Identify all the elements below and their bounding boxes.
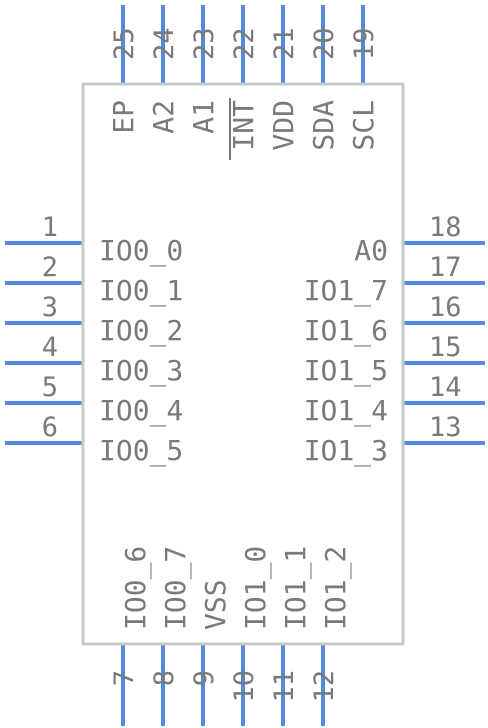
pin-number-10: 10	[229, 670, 260, 703]
ic-body	[81, 82, 405, 646]
pin-number-7: 7	[109, 670, 140, 686]
pin-number-23: 23	[189, 27, 220, 60]
pin-label-21: VDD	[267, 100, 300, 151]
pin-label-1: IO0_0	[99, 234, 183, 268]
pin-number-6: 6	[42, 412, 58, 443]
pin-number-4: 4	[42, 332, 58, 363]
pin-number-18: 18	[429, 212, 462, 243]
pin-number-24: 24	[149, 27, 180, 60]
pin-label-11: IO1_1	[279, 546, 313, 630]
pin-label-7: IO0_6	[119, 546, 153, 630]
pin-label-12: IO1_2	[319, 546, 353, 630]
pin-label-6: IO0_5	[99, 434, 183, 468]
pin-number-5: 5	[42, 372, 58, 403]
pin-number-20: 20	[309, 27, 340, 60]
pin-number-8: 8	[149, 670, 180, 686]
pin-number-16: 16	[429, 292, 462, 323]
pin-label-15: IO1_5	[304, 354, 388, 388]
pin-number-9: 9	[189, 670, 220, 686]
pin-label-20: SDA	[307, 100, 340, 151]
pin-label-4: IO0_3	[99, 354, 183, 388]
pin-number-11: 11	[269, 670, 300, 703]
pin-label-24: A2	[147, 100, 180, 134]
pin-label-22: INT	[227, 100, 260, 151]
pin-number-1: 1	[42, 212, 58, 243]
pin-label-17: IO1_7	[304, 274, 388, 308]
pin-label-25: EP	[107, 100, 140, 134]
pin-label-13: IO1_3	[304, 434, 388, 468]
pin-label-19: SCL	[347, 100, 380, 151]
pin-label-23: A1	[187, 100, 220, 134]
pin-label-9: VSS	[199, 579, 232, 630]
pin-number-22: 22	[229, 27, 260, 60]
pin-number-25: 25	[109, 27, 140, 60]
pin-label-5: IO0_4	[99, 394, 183, 428]
pin-number-21: 21	[269, 27, 300, 60]
pin-number-3: 3	[42, 292, 58, 323]
pin-number-17: 17	[429, 252, 462, 283]
pin-label-16: IO1_6	[304, 314, 388, 348]
pin-number-2: 2	[42, 252, 58, 283]
pin-label-18: A0	[354, 234, 388, 267]
pin-number-12: 12	[309, 670, 340, 703]
pin-label-14: IO1_4	[304, 394, 388, 428]
pin-label-8: IO0_7	[159, 546, 193, 630]
pin-label-3: IO0_2	[99, 314, 183, 348]
pin-number-19: 19	[349, 27, 380, 60]
pin-label-10: IO1_0	[239, 546, 273, 630]
pin-label-2: IO0_1	[99, 274, 183, 308]
pin-number-14: 14	[429, 372, 462, 403]
pin-number-15: 15	[429, 332, 462, 363]
pin-number-13: 13	[429, 412, 462, 443]
